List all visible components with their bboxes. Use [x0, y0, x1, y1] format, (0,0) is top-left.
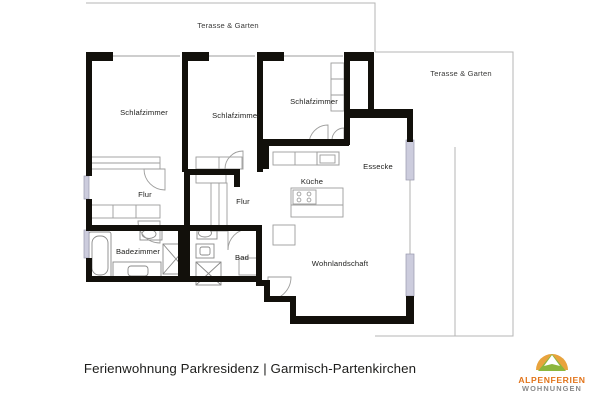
- wall-step-vert-2: [290, 296, 296, 322]
- wall-kitchen-top: [263, 139, 349, 146]
- wall-flur2-left: [184, 169, 190, 225]
- wall-flur2-top: [190, 169, 240, 175]
- window-left-bad: [83, 229, 90, 259]
- window-essecke: [405, 139, 415, 181]
- wall-top-stub-2: [182, 52, 209, 61]
- window-wohnlandschaft: [405, 253, 415, 297]
- wall-bed2-bed3: [257, 52, 263, 172]
- wall-top-stub-3: [257, 52, 284, 61]
- wall-step-2: [264, 296, 296, 302]
- wall-left-lower: [86, 258, 92, 282]
- wall-bottom-bad: [184, 276, 262, 282]
- label-essecke: Essecke: [363, 162, 393, 171]
- wall-flur1-bad-top: [86, 225, 178, 231]
- label-bad: Bad: [235, 253, 249, 262]
- wall-step-1: [256, 280, 270, 286]
- wall-flur2-right: [234, 169, 240, 187]
- label-schlafzimmer-1: Schlafzimmer: [120, 108, 168, 117]
- label-badezimmer: Badezimmer: [116, 247, 160, 256]
- wall-left-mid: [86, 199, 92, 230]
- wall-step-vert: [264, 280, 270, 302]
- wall-bad-divider: [178, 225, 190, 282]
- wall-kitchen-left: [263, 139, 269, 169]
- wall-bottom-living: [290, 316, 414, 324]
- label-kueche: Küche: [301, 177, 323, 186]
- window-left-flur: [83, 175, 90, 200]
- wall-bad-right: [256, 225, 262, 286]
- wall-bed1-bed2: [182, 52, 188, 172]
- wall-right-essecke: [407, 109, 413, 142]
- label-schlafzimmer-2: Schlafzimmer: [212, 111, 260, 120]
- label-flur-2: Flur: [236, 197, 250, 206]
- interior-thin-lines: [89, 55, 375, 321]
- wall-top-right-cap: [350, 52, 374, 61]
- logo-mountain-icon: [536, 354, 568, 371]
- alpenferien-logo[interactable]: ALPENFERIEN WOHNUNGEN: [508, 348, 596, 396]
- wall-left-upper: [86, 52, 92, 176]
- wall-bottom-badezimmer: [86, 276, 184, 282]
- wall-right-living-lower: [406, 296, 414, 324]
- room-labels: Terasse & Garten Terasse & Garten Schlaf…: [116, 21, 492, 268]
- wall-terrace-notch-top: [344, 109, 413, 118]
- wall-bed3-right: [344, 52, 350, 145]
- logo-text-primary: ALPENFERIEN: [518, 375, 586, 385]
- label-schlafzimmer-3: Schlafzimmer: [290, 97, 338, 106]
- logo-text-secondary: WOHNUNGEN: [522, 384, 582, 393]
- wall-right-upper: [368, 52, 374, 109]
- label-wohnlandschaft: Wohnlandschaft: [312, 259, 369, 268]
- walls: [86, 52, 414, 324]
- label-flur-1: Flur: [138, 190, 152, 199]
- outdoor-boundary: [86, 2, 514, 337]
- wall-top-stub-1: [86, 52, 113, 61]
- wall-bad-top: [190, 225, 262, 231]
- label-terrace-right: Terasse & Garten: [430, 69, 492, 78]
- label-terrace-top: Terasse & Garten: [197, 21, 259, 30]
- page-title: Ferienwohnung Parkresidenz | Garmisch-Pa…: [83, 361, 417, 376]
